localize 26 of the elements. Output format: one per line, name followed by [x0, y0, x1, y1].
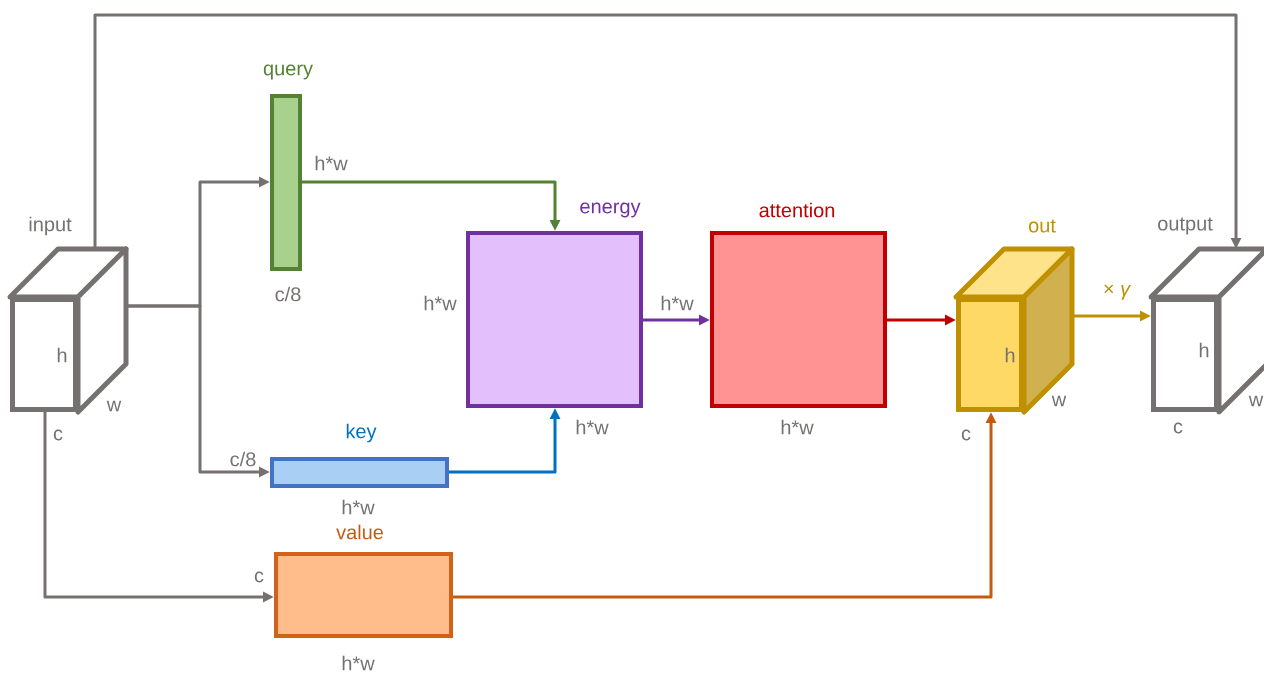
- edge-label: × γ: [1101, 283, 1133, 301]
- dimension-label: h*w: [315, 155, 348, 171]
- dimension-label: h*w: [781, 419, 814, 435]
- dimension-label: c: [961, 429, 971, 441]
- block-title: query: [263, 64, 313, 80]
- dimension-label: h: [1005, 347, 1015, 363]
- dimension-label: c: [254, 571, 264, 583]
- dimension-label: c/8: [230, 451, 256, 467]
- block-title: input: [29, 216, 72, 236]
- dimension-label: h: [57, 347, 67, 363]
- block-title: output: [1158, 217, 1213, 235]
- dimension-label: h*w: [342, 655, 375, 671]
- dimension-label: h*w: [342, 499, 375, 515]
- dimension-label: h*w: [576, 419, 609, 435]
- dimension-label: c: [53, 429, 63, 441]
- dimension-label: h*w: [424, 295, 457, 311]
- block-title: attention: [759, 202, 835, 218]
- block-title: value: [336, 524, 383, 540]
- block-title: energy: [580, 202, 641, 218]
- dimension-label: c: [1173, 422, 1183, 434]
- dimension-label: h: [1199, 342, 1209, 358]
- arrow: [93, 13, 1242, 249]
- dimension-label: c/8: [275, 286, 301, 302]
- block-title: key: [346, 423, 377, 443]
- block-title: out: [1028, 219, 1056, 233]
- edge-label: h*w: [659, 294, 695, 312]
